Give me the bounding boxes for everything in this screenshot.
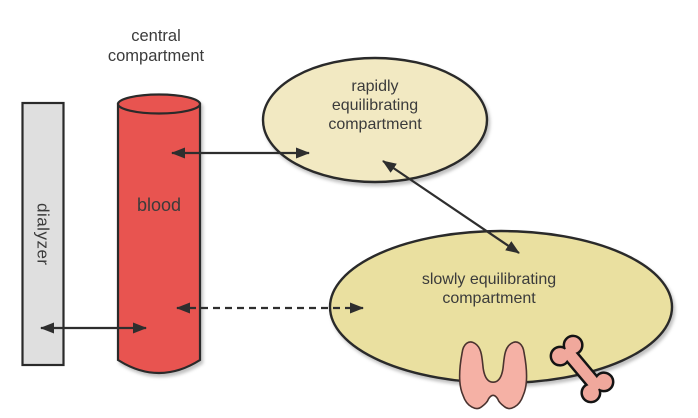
blood-label: blood xyxy=(136,195,182,215)
rapid-compartment-label: rapidly equilibrating compartment xyxy=(328,78,422,134)
dialyzer-box xyxy=(21,101,65,367)
bone-icon xyxy=(549,334,615,404)
cylinder-body xyxy=(116,102,202,375)
thyroid-gland-icon xyxy=(458,341,528,410)
central-compartment-caption: central compartment xyxy=(107,27,205,65)
cylinder-top xyxy=(116,93,202,115)
thyroid-shape xyxy=(458,341,528,410)
slow-compartment-label: slowly equilibrating compartment xyxy=(421,271,557,308)
dialyzer-label: dialyzer xyxy=(33,202,53,266)
bone-fill-pass xyxy=(552,337,612,401)
rapid-compartment-ellipse xyxy=(261,56,489,184)
arrow-rapid-slow xyxy=(382,160,520,254)
blood-cylinder xyxy=(116,93,202,375)
dialyzer-label-box: dialyzer xyxy=(22,103,63,365)
